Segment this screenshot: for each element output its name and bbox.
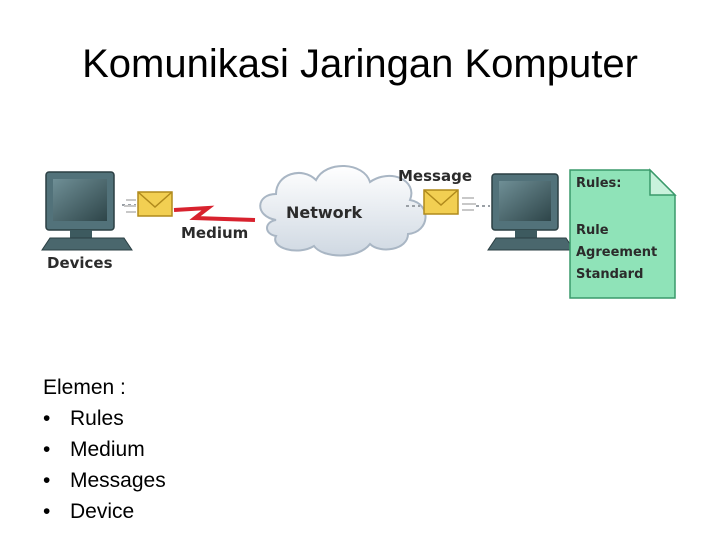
list-item: • Rules — [43, 403, 166, 434]
computer-icon-left — [41, 171, 133, 251]
elements-heading: Elemen : — [43, 376, 126, 399]
bullet: • — [43, 407, 51, 430]
medium-link-icon — [173, 205, 256, 222]
message-envelope-icon-left — [124, 191, 173, 217]
list-item: • Messages — [43, 465, 166, 496]
computer-icon-right — [487, 173, 575, 251]
list-item-label: Medium — [70, 438, 145, 461]
list-item-label: Messages — [70, 469, 166, 492]
devices-label: Devices — [47, 254, 113, 272]
list-item: • Medium — [43, 434, 166, 465]
list-item-label: Device — [70, 500, 135, 523]
list-item: • Device — [43, 496, 166, 527]
network-diagram: Devices Medium Network Message Rules: Ru… — [40, 150, 685, 310]
list-item-label: Rules — [70, 407, 124, 430]
diagram-graphic — [41, 165, 677, 299]
medium-label: Medium — [181, 224, 249, 242]
bullet: • — [43, 438, 51, 461]
rules-item: Agreement — [576, 245, 658, 260]
network-label: Network — [286, 203, 363, 222]
rules-document-icon — [569, 168, 677, 299]
message-label: Message — [398, 167, 472, 185]
message-envelope-icon-right — [423, 189, 476, 215]
bullet: • — [43, 469, 51, 492]
rules-list: Rule Agreement Standard — [576, 220, 657, 286]
page-title: Komunikasi Jaringan Komputer — [82, 42, 638, 86]
network-cloud-icon — [259, 165, 427, 257]
bullet: • — [43, 500, 51, 523]
rules-item: Standard — [576, 267, 644, 282]
rules-item: Rule — [576, 223, 609, 238]
elements-list: Elemen : • Rules • Medium • Messages • Devic… — [43, 372, 166, 527]
rules-title: Rules: — [576, 176, 622, 191]
